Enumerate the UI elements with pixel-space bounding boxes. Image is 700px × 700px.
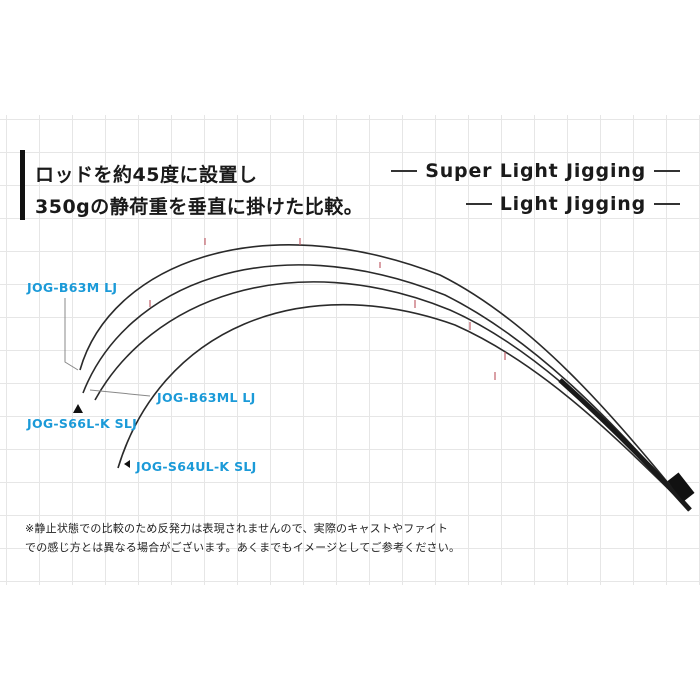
legend-light-jigging: Light Jigging: [458, 193, 688, 215]
rod-curve-s64ul: [117, 304, 691, 511]
legend-line: [654, 203, 680, 205]
note-line-2: での感じ方とは異なる場合がございます。あくまでもイメージとしてご参考ください。: [25, 541, 461, 554]
leader-b63ml: [89, 389, 151, 397]
rod-curve-b63m: [79, 244, 691, 511]
title-line-2: 350gの静荷重を垂直に掛けた比較。: [35, 196, 364, 218]
legend-super-light-jigging: Super Light Jigging: [383, 160, 688, 182]
grid-background: [0, 115, 700, 585]
rod-label-b63m: JOG-B63M LJ: [27, 280, 118, 295]
rod-curve-b63ml: [82, 264, 691, 511]
leader-b63m: [64, 298, 79, 371]
rod-butt-section: [558, 378, 692, 512]
note-line-1: ※静止状態での比較のため反発力は表現されませんので、実際のキャストやファイト: [25, 522, 449, 535]
pointer-s66l: [73, 404, 83, 413]
rod-label-b63ml: JOG-B63ML LJ: [157, 390, 256, 405]
legend-label: Light Jigging: [499, 193, 646, 215]
legend-line: [654, 170, 680, 172]
legend-line: [391, 170, 418, 172]
title-accent-bar: [20, 150, 25, 220]
rod-label-s64ul: JOG-S64UL-K SLJ: [136, 459, 257, 474]
legend-line: [465, 203, 492, 205]
title-line-1: ロッドを約45度に設置し: [35, 164, 258, 186]
pointer-s64ul: [124, 460, 130, 468]
legend-label: Super Light Jigging: [425, 160, 646, 182]
rod-grip: [667, 472, 695, 502]
rod-label-s66l: JOG-S66L-K SLJ: [27, 416, 138, 431]
rod-guides: [149, 238, 506, 380]
